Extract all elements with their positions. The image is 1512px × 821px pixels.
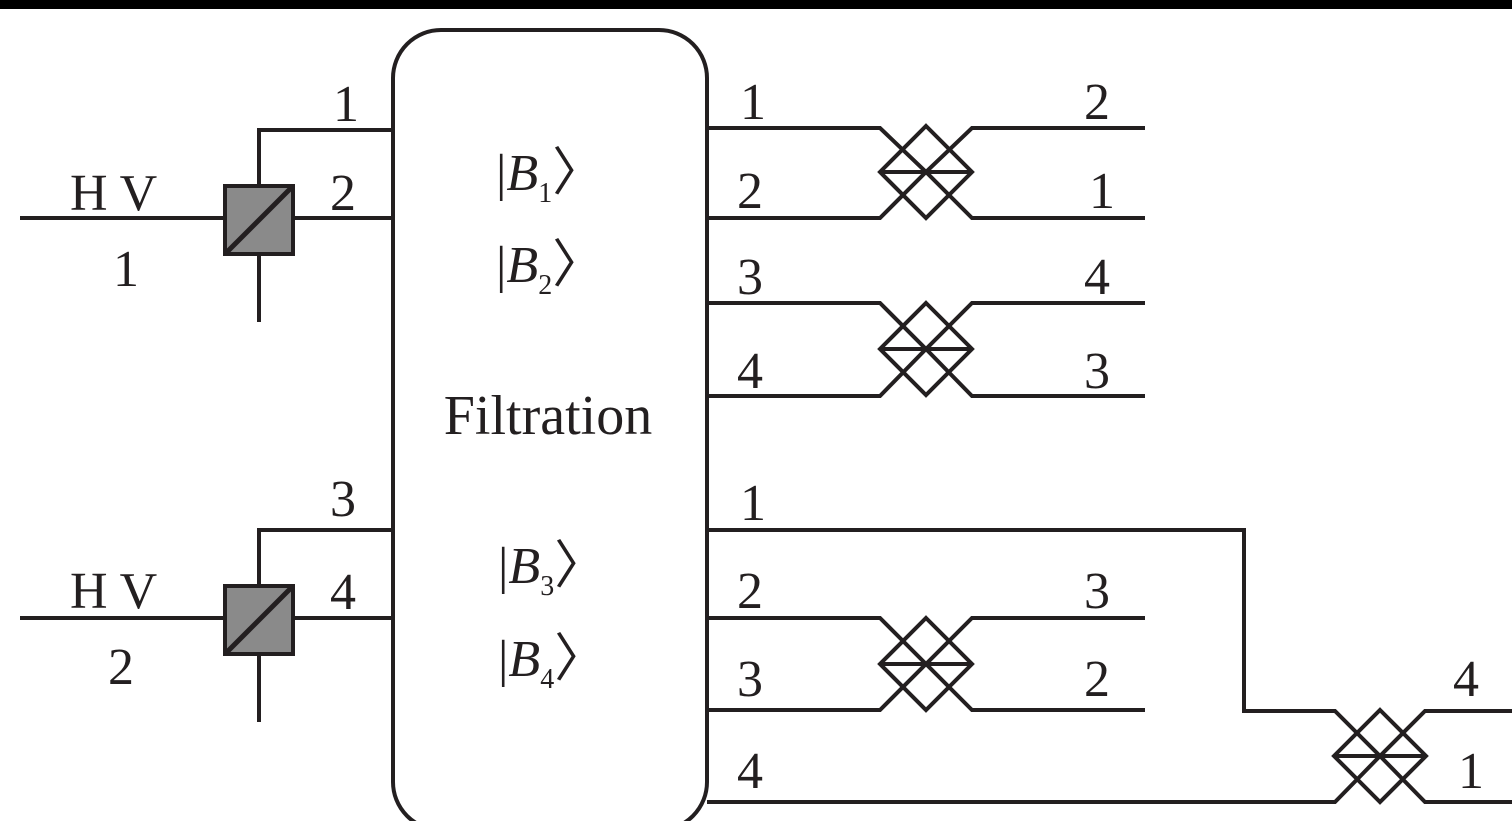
upper-out-2: 1 xyxy=(1089,163,1115,220)
lower-wire-2 xyxy=(707,616,1145,667)
pbs-1-icon xyxy=(223,184,295,256)
pbs-2-icon xyxy=(223,584,295,656)
upper-wire-1 xyxy=(707,126,1145,175)
top-bar xyxy=(0,0,1512,9)
ket-b2: |B2〉 xyxy=(496,237,604,301)
source-1-out-a-label: 1 xyxy=(333,76,359,133)
source-1-id-label: 1 xyxy=(113,241,139,298)
lower-wire-3 xyxy=(707,661,1145,712)
upper-coupler-2-icon xyxy=(877,300,975,398)
source-2-pol-label: H V xyxy=(70,563,157,620)
upper-wire-3 xyxy=(707,301,1145,352)
source-2-id-label: 2 xyxy=(108,639,134,696)
upper-in-3: 3 xyxy=(737,249,763,306)
lower-out-3: 4 xyxy=(1453,651,1479,708)
upper-output-section: 1 2 3 4 2 1 4 3 xyxy=(707,74,1145,400)
lower-out-1: 3 xyxy=(1084,563,1110,620)
upper-in-2: 2 xyxy=(737,163,763,220)
ket-b4: |B4〉 xyxy=(498,631,606,695)
ket-b3: |B3〉 xyxy=(498,538,606,602)
ket-b1: |B1〉 xyxy=(496,145,604,209)
upper-coupler-1-icon xyxy=(877,123,975,221)
upper-out-1: 2 xyxy=(1084,74,1110,131)
filtration-title: Filtration xyxy=(444,385,652,447)
upper-out-4: 3 xyxy=(1084,343,1110,400)
lower-in-1: 1 xyxy=(740,475,766,532)
source-2: H V 2 3 4 xyxy=(20,471,392,722)
lower-coupler-1-icon xyxy=(877,615,975,713)
source-1-out-b-label: 2 xyxy=(330,165,356,222)
lower-in-3: 3 xyxy=(737,651,763,708)
source-1: H V 1 1 2 xyxy=(20,76,392,322)
lower-output-section: 1 2 3 4 3 2 4 1 xyxy=(707,475,1512,805)
lower-out-2: 2 xyxy=(1084,651,1110,708)
upper-out-3: 4 xyxy=(1084,249,1110,306)
source-1-pol-label: H V xyxy=(70,165,157,222)
upper-wire-2 xyxy=(707,169,1145,220)
filtration-box xyxy=(391,28,709,821)
lower-in-2: 2 xyxy=(737,563,763,620)
lower-in-4: 4 xyxy=(737,743,763,800)
source-2-out-b-label: 4 xyxy=(330,564,356,621)
source-2-out-a-label: 3 xyxy=(330,471,356,528)
lower-wire-1 xyxy=(707,528,1512,759)
upper-in-1: 1 xyxy=(740,74,766,131)
upper-in-4: 4 xyxy=(737,343,763,400)
lower-wire-4 xyxy=(707,753,1512,804)
lower-coupler-2-icon xyxy=(1331,707,1429,805)
lower-out-4: 1 xyxy=(1458,743,1484,800)
upper-wire-4 xyxy=(707,346,1145,398)
